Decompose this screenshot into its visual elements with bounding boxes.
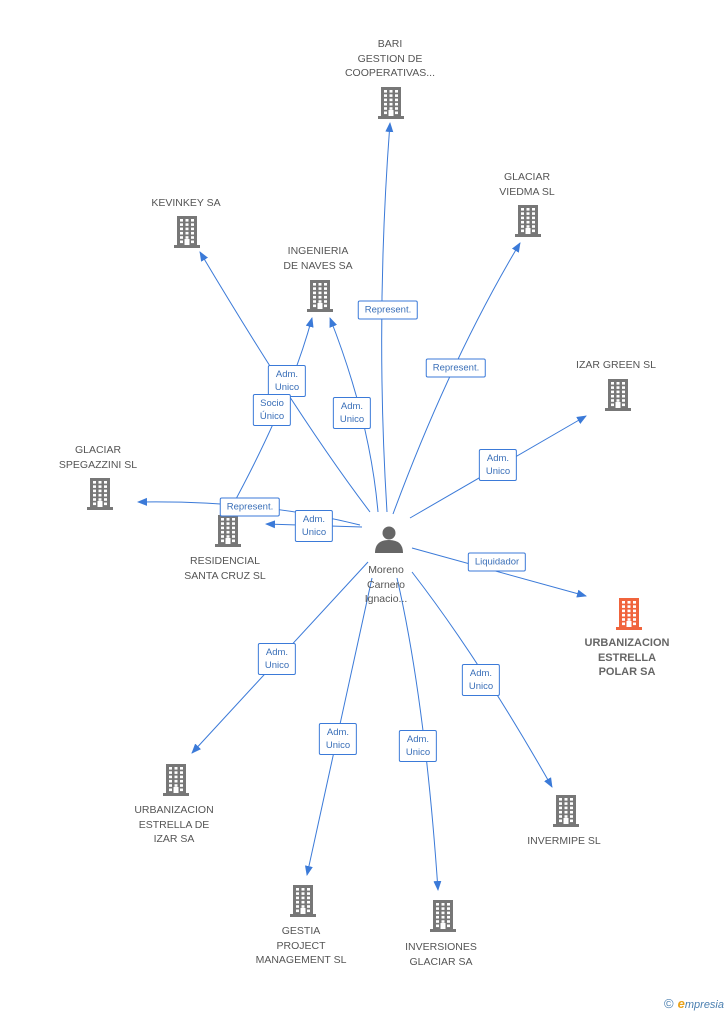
node-label-line: BARI — [377, 38, 403, 50]
building-icon-inversiones[interactable] — [430, 900, 456, 932]
edge-label-line: Adm. — [326, 727, 350, 738]
node-label-line: INVERMIPE SL — [527, 835, 601, 847]
edge-label-residencial[interactable]: Adm. Unico — [294, 510, 334, 542]
node-label-line: POLAR SA — [598, 666, 656, 678]
node-label-line: PROJECT — [276, 939, 326, 952]
edge-label-line: Represent. — [364, 304, 412, 316]
building-icon-invermipe[interactable] — [553, 795, 579, 827]
node-label-line: INGENIERIA — [287, 245, 349, 257]
edge-label-bari[interactable]: Represent. — [357, 300, 419, 320]
edge-label-polar[interactable]: Liquidador — [467, 552, 527, 572]
node-label-line: GLACIAR — [503, 171, 551, 183]
node-label-line: KEVINKEY SA — [151, 197, 221, 209]
edge-label-ingenieria[interactable]: Adm. Unico — [332, 397, 372, 429]
edge-label-line: Unico — [274, 382, 300, 393]
building-icon-bari[interactable] — [378, 87, 404, 119]
node-label-bari[interactable]: BARI GESTION DE COOPERATIVAS... — [345, 37, 435, 81]
building-icon-izargreen[interactable] — [605, 379, 631, 411]
node-label-line: GLACIAR SA — [409, 955, 473, 968]
edge-label-line: Adm. — [265, 647, 289, 658]
node-label-izargreen[interactable]: IZAR GREEN SL — [576, 358, 656, 373]
node-label-gestia[interactable]: GESTIA PROJECT MANAGEMENT SL — [256, 924, 347, 968]
node-label-line: GESTIA — [281, 925, 321, 937]
building-icon-viedma[interactable] — [515, 205, 541, 237]
edge-label-izargreen[interactable]: Adm. Unico — [478, 449, 518, 481]
edge-label-line: Adm. — [486, 453, 510, 464]
edge-label-viedma[interactable]: Represent. — [425, 358, 487, 378]
edge-to-polar — [411, 547, 587, 598]
node-label-line: ESTRELLA — [597, 651, 657, 664]
building-icon-residencial[interactable] — [215, 515, 241, 547]
node-label-line: SPEGAZZINI SL — [58, 458, 138, 471]
edge-label-spegazzini[interactable]: Represent. — [219, 497, 281, 517]
building-icon-kevinkey[interactable] — [174, 216, 200, 248]
brand-initial: e — [677, 996, 685, 1011]
node-label-line: ESTRELLA DE — [138, 818, 210, 831]
node-label-invermipe[interactable]: INVERMIPE SL — [527, 834, 601, 849]
node-label-line: Moreno — [368, 564, 404, 576]
node-label-line: DE NAVES SA — [283, 259, 353, 272]
node-label-ingenieria[interactable]: INGENIERIA DE NAVES SA — [283, 244, 352, 273]
node-label-line: Carnero — [367, 578, 405, 591]
edge-label-line: Adm. — [340, 401, 364, 412]
node-label-inversiones[interactable]: INVERSIONES GLACIAR SA — [405, 940, 477, 969]
copyright-symbol: © — [664, 996, 674, 1011]
node-label-kevinkey[interactable]: KEVINKEY SA — [151, 196, 220, 211]
edge-label-line: Único — [259, 411, 285, 422]
edge-label-izar[interactable]: Adm. Unico — [257, 643, 297, 675]
edge-label-line: Adm. — [302, 514, 326, 525]
node-label-line: VIEDMA SL — [499, 185, 555, 198]
person-icon[interactable] — [375, 526, 403, 554]
node-label-line: Ignacio... — [364, 593, 408, 605]
footer-brand[interactable]: ©empresia — [664, 996, 724, 1011]
node-label-izar[interactable]: URBANIZACION ESTRELLA DE IZAR SA — [134, 803, 213, 847]
edge-label-line: Unico — [339, 414, 365, 425]
building-icon-spegazzini[interactable] — [87, 478, 113, 510]
edge-label-line: Socio — [260, 398, 284, 409]
building-icon-izar[interactable] — [163, 764, 189, 796]
node-label-line: IZAR SA — [153, 833, 195, 845]
node-label-line: IZAR GREEN SL — [576, 359, 656, 371]
edge-label-invermipe[interactable]: Adm. Unico — [461, 664, 501, 696]
node-label-line: INVERSIONES — [405, 941, 477, 953]
edge-label-line: Adm. — [275, 369, 299, 380]
edge-label-line: Adm. — [406, 734, 430, 745]
edge-to-inversiones — [396, 577, 442, 891]
edge-label-line: Unico — [325, 740, 351, 751]
node-label-line: SANTA CRUZ SL — [184, 569, 266, 582]
edge-label-line: Unico — [468, 681, 494, 692]
edge-label-line: Liquidador — [474, 556, 520, 568]
edge-label-line: Represent. — [226, 501, 274, 513]
node-label-line: GLACIAR — [74, 444, 122, 456]
edge-label-line: Unico — [301, 527, 327, 538]
building-icon-polar[interactable] — [616, 598, 642, 630]
node-label-viedma[interactable]: GLACIAR VIEDMA SL — [499, 170, 554, 199]
node-label-line: URBANIZACION — [584, 637, 670, 649]
node-label-residencial[interactable]: RESIDENCIAL SANTA CRUZ SL — [184, 554, 266, 583]
node-label-line: COOPERATIVAS... — [344, 67, 436, 79]
edge-label-line: Unico — [485, 466, 511, 477]
brand-name: mpresia — [684, 999, 724, 1011]
edge-label-inversiones[interactable]: Adm. Unico — [398, 730, 438, 762]
node-label-spegazzini[interactable]: GLACIAR SPEGAZZINI SL — [59, 443, 137, 472]
edge-label-line: Represent. — [432, 362, 480, 374]
node-label-line: MANAGEMENT SL — [255, 954, 347, 966]
node-label-line: RESIDENCIAL — [189, 555, 261, 567]
edge-label-line: Unico — [405, 747, 431, 758]
edge-to-gestia — [305, 577, 373, 876]
edge-label-line: Adm. — [469, 668, 493, 679]
building-icon-ingenieria[interactable] — [307, 280, 333, 312]
edge-label-gestia[interactable]: Adm. Unico — [318, 723, 358, 755]
edge-label-kevinkey[interactable]: Adm. Unico — [267, 365, 307, 397]
edge-to-kevinkey — [199, 251, 371, 513]
edge-label-line: Unico — [264, 660, 290, 671]
node-label-line: URBANIZACION — [134, 804, 214, 816]
building-icon-gestia[interactable] — [290, 885, 316, 917]
node-label-polar[interactable]: URBANIZACION ESTRELLA POLAR SA — [585, 636, 670, 680]
node-label-line: GESTION DE — [357, 52, 423, 65]
